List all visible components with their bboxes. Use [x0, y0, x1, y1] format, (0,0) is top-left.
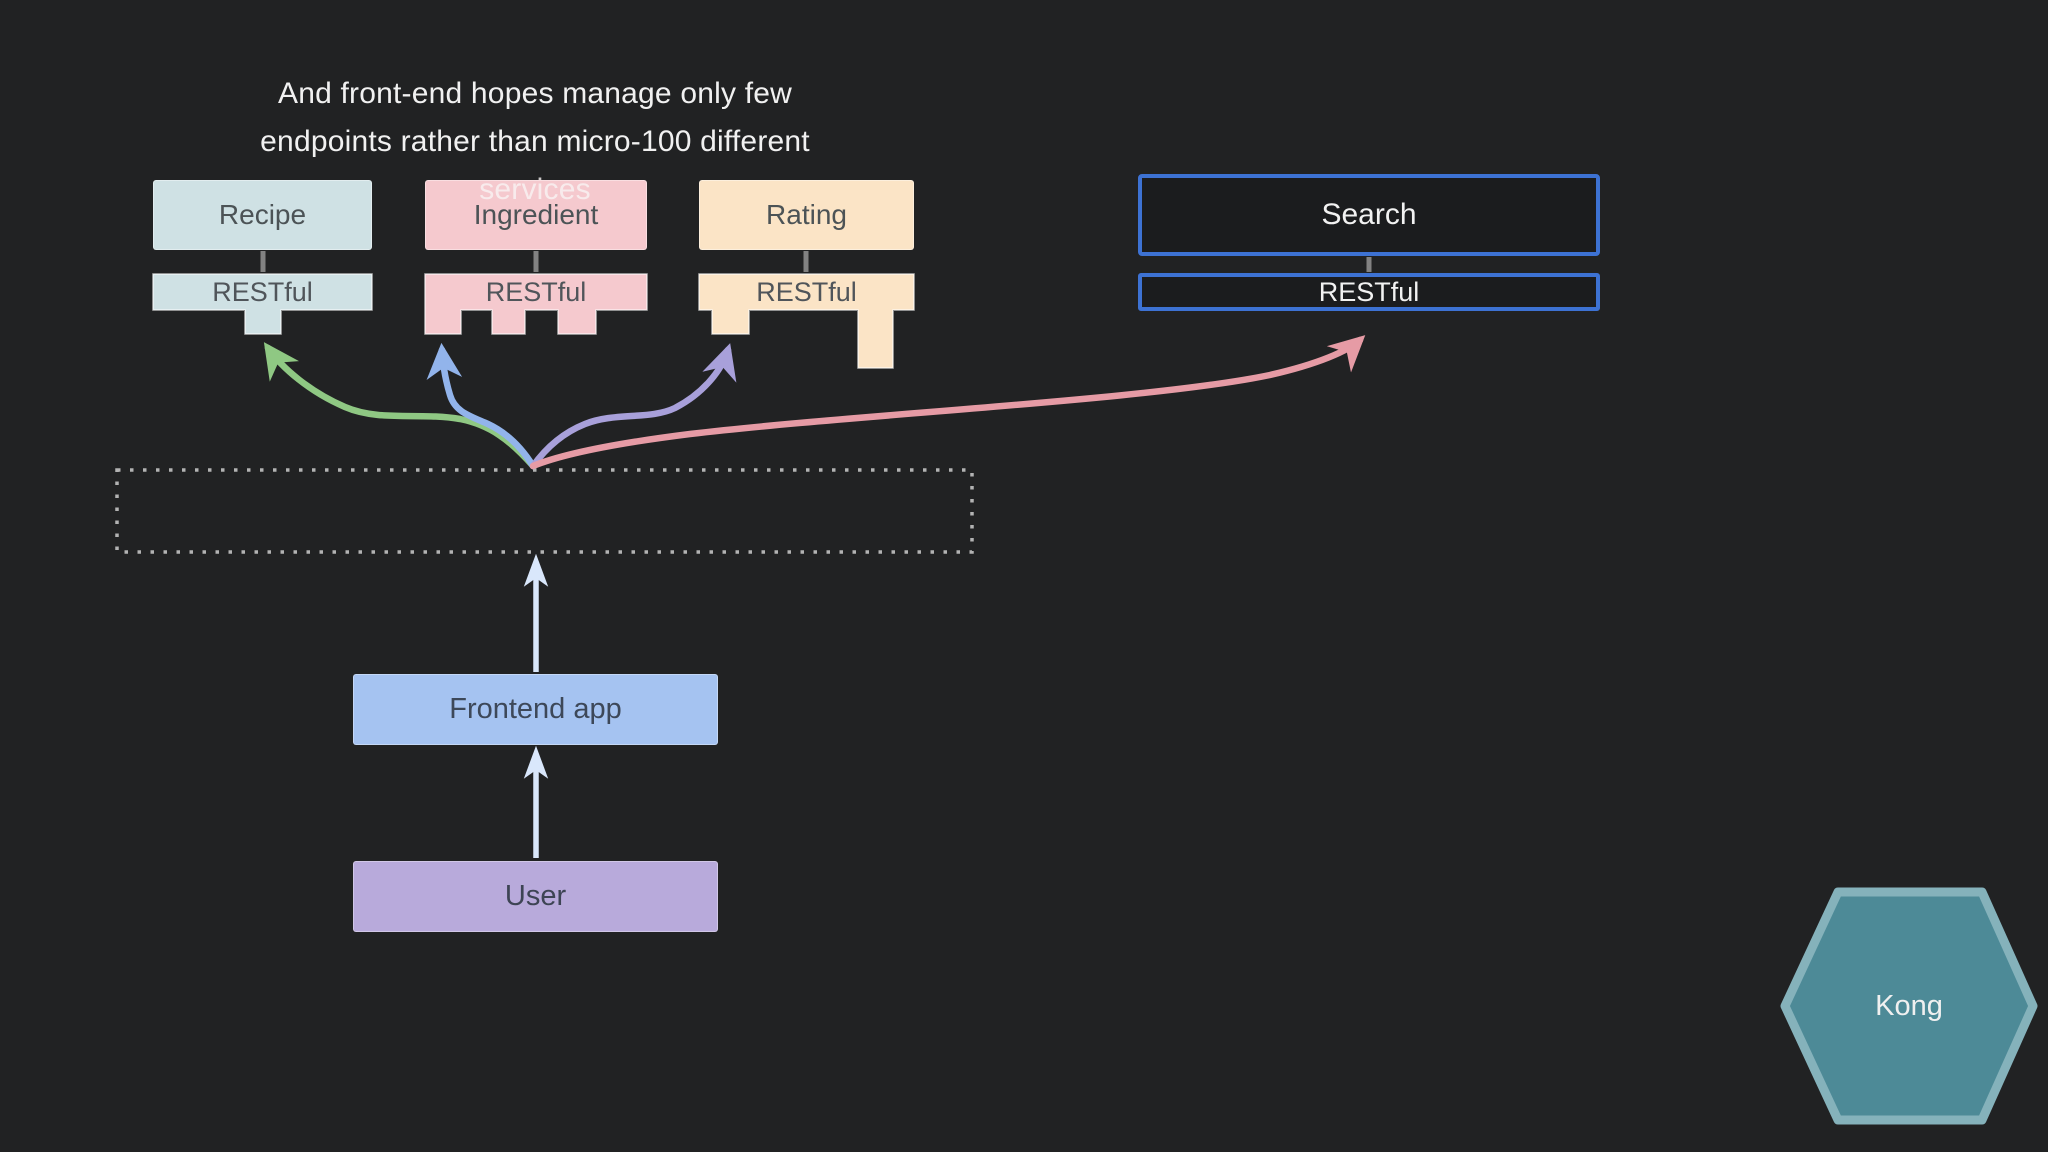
ingredient-service-label: Ingredient: [473, 199, 599, 230]
rating-service-box: Rating: [699, 180, 914, 250]
arrow-hub-to-ingredient: [426, 342, 537, 470]
user-label: User: [504, 880, 567, 912]
recipe-service-label: Recipe: [218, 199, 307, 230]
caption: And front-end hopes manage only few endp…: [185, 70, 885, 214]
recipe-restful-label: RESTful: [212, 276, 313, 307]
frontend-app-label: Frontend app: [449, 693, 622, 725]
caption-line-2: endpoints rather than micro-100 differen…: [260, 125, 810, 158]
recipe-service-box: Recipe: [153, 180, 372, 250]
kong-label: Kong: [1875, 989, 1943, 1022]
arrow-hub-to-rating: [529, 343, 737, 470]
search-service-box: Search: [1138, 174, 1600, 256]
caption-line-3: services: [479, 173, 591, 206]
frontend-app-box: Frontend app: [353, 674, 718, 745]
user-box: User: [353, 861, 718, 932]
rating-service-label: Rating: [766, 199, 847, 230]
caption-line-1: And front-end hopes manage only few: [278, 77, 792, 110]
ingredient-restful-label: RESTful: [485, 276, 587, 307]
ingredient-service-box: Ingredient: [425, 180, 647, 250]
search-service-label: Search: [1321, 198, 1417, 231]
rating-restful-label: RESTful: [756, 276, 857, 307]
arrow-hub-to-search: [529, 335, 1366, 470]
search-restful-box: RESTful: [1138, 273, 1600, 311]
arrow-hub-to-recipe: [263, 342, 537, 470]
api-hub-dotted-box: [115, 468, 974, 554]
search-restful-label: RESTful: [1318, 276, 1420, 307]
